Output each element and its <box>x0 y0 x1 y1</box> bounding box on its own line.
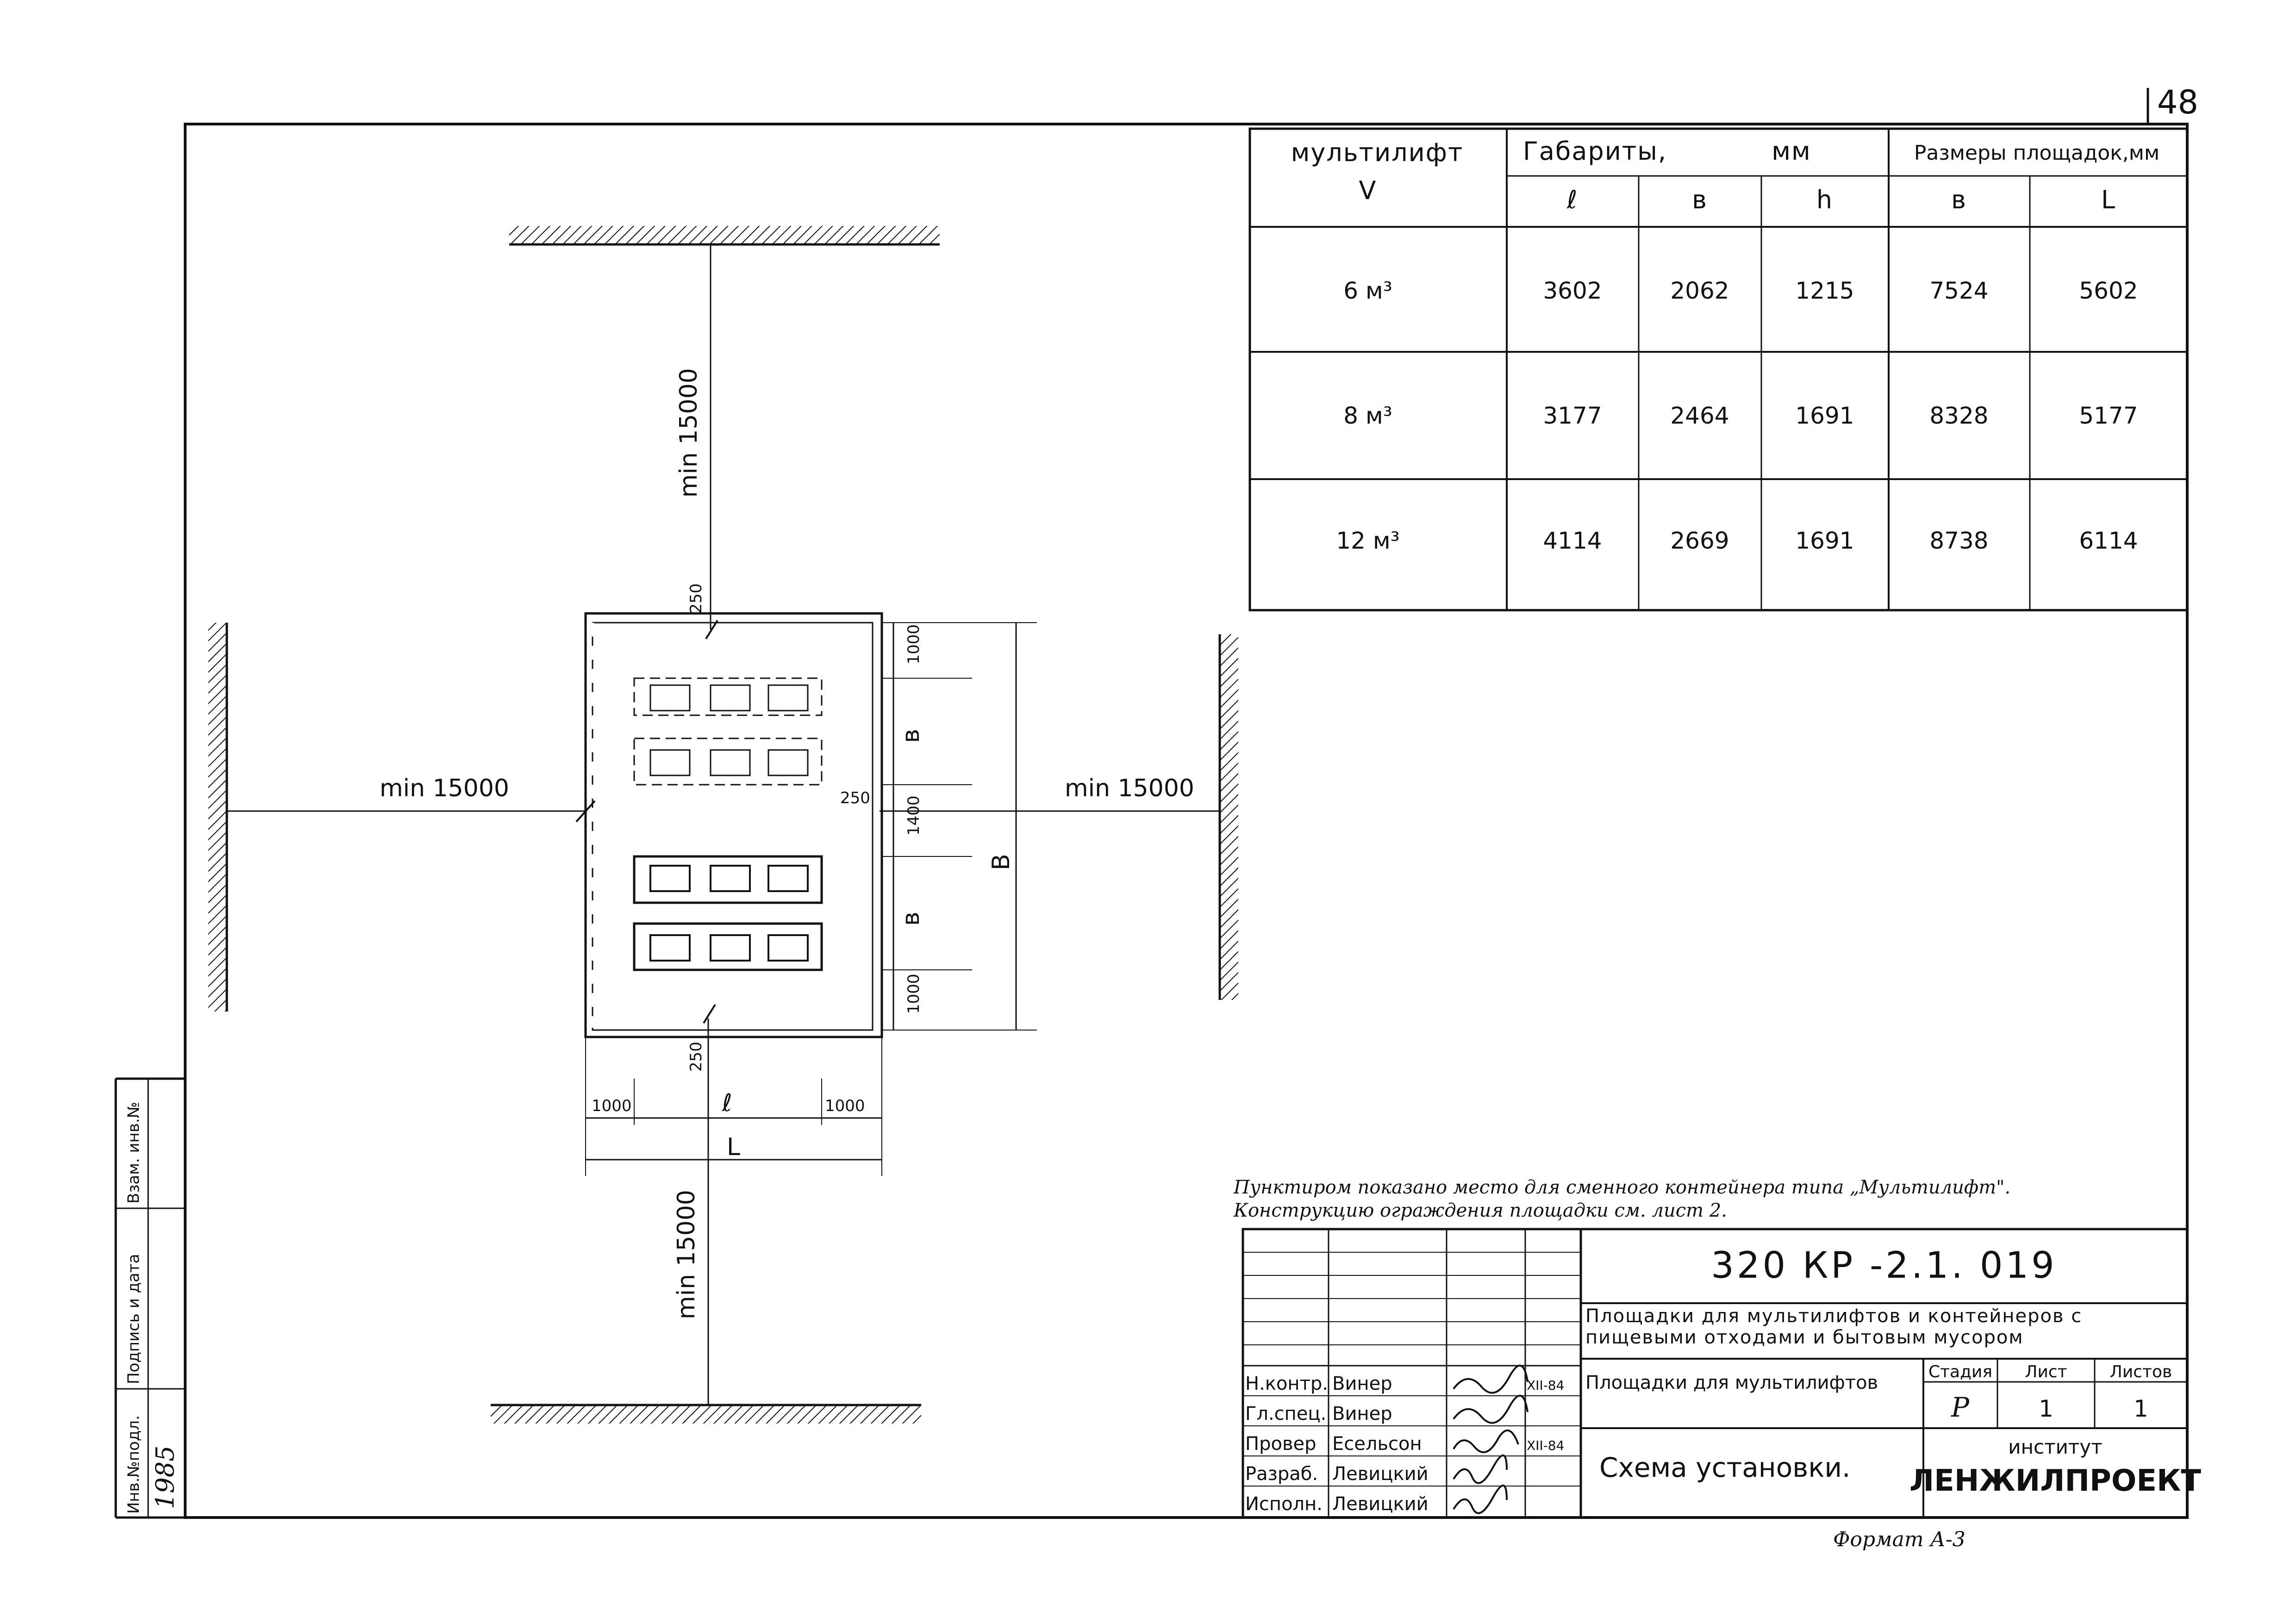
dim-right-b-top: в <box>897 729 925 743</box>
object-name: Площадки для мультилифтов <box>1585 1372 1878 1393</box>
row3-pl: 6114 <box>2079 527 2138 554</box>
sheets-value: 1 <box>2134 1395 2148 1422</box>
row1-l: 3602 <box>1543 277 1602 304</box>
dim-right-1000-bottom: 1000 <box>905 974 923 1014</box>
row1-b: 2062 <box>1670 277 1729 304</box>
label-gap-top: 250 <box>687 583 705 613</box>
sheet-number: 48 <box>2157 83 2198 121</box>
dim-bottom-1000-left: 1000 <box>592 1097 632 1115</box>
hdr-pb: в <box>1951 185 1967 214</box>
side-vzam: Взам. инв.№ <box>125 1102 143 1204</box>
row2-b: 2464 <box>1670 402 1729 429</box>
hdr-l: ℓ <box>1566 185 1578 214</box>
hdr-gabarity-unit: мм <box>1772 137 1811 166</box>
site-fence <box>584 612 883 1038</box>
hdr-pl: L <box>2101 185 2116 214</box>
container-row-1 <box>633 855 823 904</box>
label-min-bottom: min 15000 <box>673 1190 700 1319</box>
label-gap-right: 250 <box>840 789 870 807</box>
wall-right <box>1220 634 1238 1000</box>
person-role-2: Гл.спец. <box>1245 1403 1326 1424</box>
note-line-1: Пунктиром показано место для сменного ко… <box>1233 1177 2010 1198</box>
label-min-right: min 15000 <box>1065 775 1194 802</box>
person-role-4: Разраб. <box>1245 1463 1318 1485</box>
wall-left <box>208 623 227 1012</box>
dim-L: L <box>727 1133 740 1161</box>
hdr-h: h <box>1816 185 1833 214</box>
person-role-5: Исполн. <box>1245 1493 1323 1515</box>
institute-name: ЛЕНЖИЛПРОЕКТ <box>1909 1464 2201 1498</box>
project-title: Площадки для мультилифтов и контейнеров … <box>1585 1305 2083 1348</box>
row1-h: 1215 <box>1795 277 1854 304</box>
stage-value: Р <box>1951 1392 1970 1423</box>
person-name-5: Левицкий <box>1332 1493 1429 1515</box>
hdr-ploshchadki: Размеры площадок,мм <box>1914 141 2159 165</box>
row2-h: 1691 <box>1795 402 1854 429</box>
signature-4 <box>1453 1454 1508 1484</box>
row3-b: 2669 <box>1670 527 1729 554</box>
signature-2 <box>1453 1395 1529 1424</box>
dim-bottom-l: ℓ <box>722 1089 732 1117</box>
dimensions-table: мультилифт V Габариты, мм Размеры площад… <box>1248 127 2189 612</box>
person-date-3: XII-84 <box>1527 1438 1564 1453</box>
signature-1 <box>1453 1365 1529 1394</box>
side-inv-podl: Инв.№подл. <box>125 1415 143 1514</box>
row2-pl: 5177 <box>2079 402 2138 429</box>
row3-l: 4114 <box>1543 527 1602 554</box>
site-plan: min 15000 min 15000 min 15000 min 15000 … <box>208 226 1238 1424</box>
dim-right-b-bottom: в <box>897 912 925 926</box>
row3-h: 1691 <box>1795 527 1854 554</box>
side-podpis: Подпись и дата <box>125 1254 143 1384</box>
note-line-2: Конструкцию ограждения площадки см. лист… <box>1233 1200 1727 1221</box>
person-name-3: Есельсон <box>1332 1433 1422 1455</box>
sheets-label: Листов <box>2110 1362 2172 1381</box>
person-name-4: Левицкий <box>1332 1463 1429 1485</box>
label-min-left: min 15000 <box>380 775 509 802</box>
container-row-2 <box>633 922 823 971</box>
sheet-frame <box>184 123 2189 1519</box>
row3-v: 12 м³ <box>1336 527 1399 554</box>
row1-pb: 7524 <box>1929 277 1988 304</box>
row1-v: 6 м³ <box>1343 277 1392 304</box>
wall-top <box>509 226 940 244</box>
hdr-volume: V <box>1359 176 1377 205</box>
person-role-3: Провер <box>1245 1433 1316 1455</box>
institute-label: институт <box>2008 1436 2102 1458</box>
hdr-gabarity: Габариты, <box>1523 137 1667 166</box>
row1-pl: 5602 <box>2079 277 2138 304</box>
hdr-multilift: мультилифт <box>1291 138 1464 167</box>
side-inv-value: 1985 <box>150 1446 180 1509</box>
title-block: Н.контр. Винер XII-84 Гл.спец. Винер Про… <box>1242 1228 2201 1519</box>
multilift-slot-2 <box>633 737 823 786</box>
dim-B: В <box>987 854 1015 870</box>
person-role-1: Н.контр. <box>1245 1373 1328 1394</box>
format-note: Формат А-3 <box>1833 1528 1965 1551</box>
label-gap-bottom: 250 <box>687 1042 705 1072</box>
row2-pb: 8328 <box>1929 402 1988 429</box>
row3-pb: 8738 <box>1929 527 1988 554</box>
label-min-top: min 15000 <box>675 368 703 498</box>
person-name-2: Винер <box>1332 1403 1392 1424</box>
signature-3 <box>1453 1429 1519 1453</box>
sheet-label: Лист <box>2025 1362 2067 1381</box>
row2-l: 3177 <box>1543 402 1602 429</box>
row2-v: 8 м³ <box>1343 402 1392 429</box>
dim-right-1000-top: 1000 <box>905 624 923 664</box>
sheet-value: 1 <box>2039 1395 2053 1422</box>
hdr-b: в <box>1692 185 1708 214</box>
stamp-code: 320 КР -2.1. 019 <box>1711 1245 2057 1287</box>
signature-5 <box>1453 1484 1508 1514</box>
dim-right-1400: 1400 <box>905 795 923 836</box>
wall-bottom <box>491 1405 921 1424</box>
person-name-1: Винер <box>1332 1373 1392 1394</box>
multilift-slot-1 <box>633 677 823 716</box>
person-date-1: XII-84 <box>1527 1378 1564 1393</box>
dim-bottom-1000-right: 1000 <box>825 1097 865 1115</box>
stage-label: Стадия <box>1928 1362 1992 1381</box>
sheet-title: Схема установки. <box>1599 1452 1851 1483</box>
